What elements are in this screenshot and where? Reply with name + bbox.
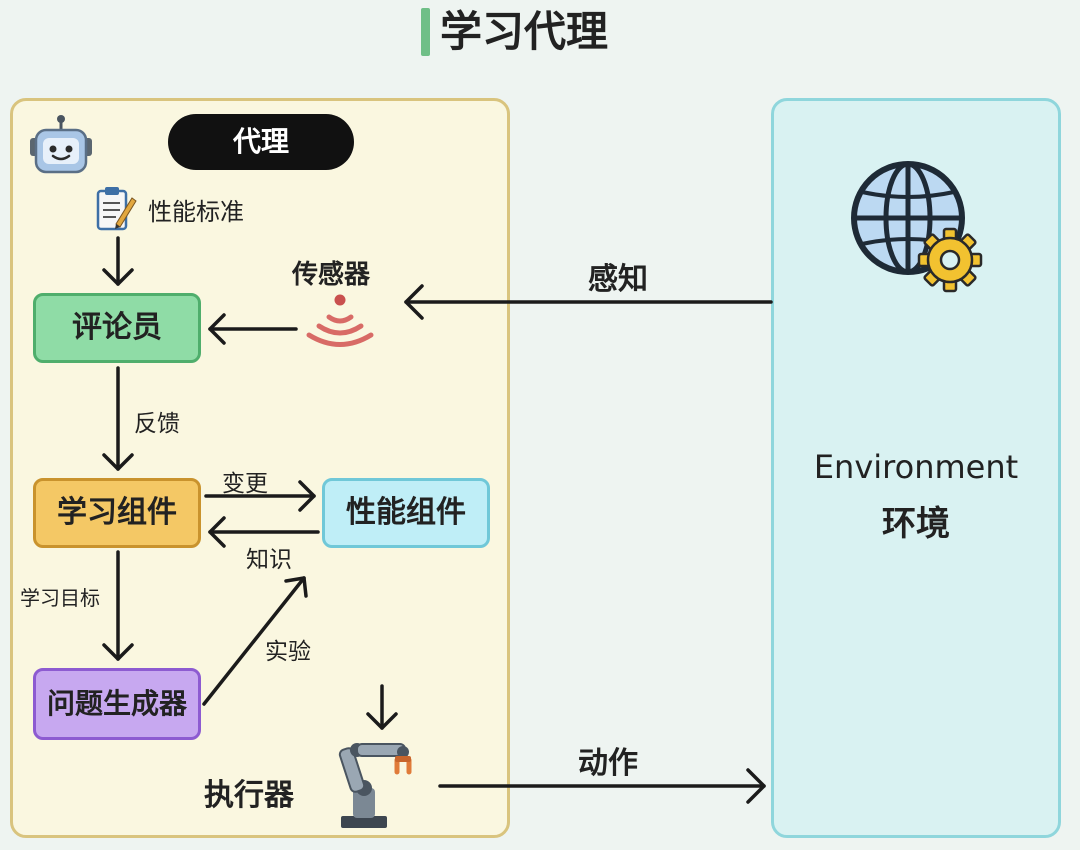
arrow-percepts xyxy=(404,284,773,320)
diagram-title: 学习代理 xyxy=(440,7,609,56)
gear-icon xyxy=(917,227,983,293)
performance-standard-label: 性能标准 xyxy=(148,198,244,226)
arrow-feedback xyxy=(102,366,134,471)
arrow-actions xyxy=(438,768,766,804)
environment-label-zh: 环境 xyxy=(882,504,950,544)
arrow-learning-goals xyxy=(102,550,134,661)
signal-icon xyxy=(306,294,374,347)
arrow-standard-to-critic xyxy=(102,236,134,286)
learning-element-box: 学习组件 xyxy=(33,478,201,548)
changes-label: 变更 xyxy=(222,471,268,497)
title-accent-bar xyxy=(421,8,430,56)
arrow-changes xyxy=(204,480,316,512)
arrow-knowledge xyxy=(208,516,320,548)
robot-arm-icon xyxy=(338,743,412,828)
sensors-label: 传感器 xyxy=(292,260,371,290)
experiments-label: 实验 xyxy=(265,639,311,665)
robot-icon xyxy=(30,115,92,174)
arrow-sensors-to-critic xyxy=(208,313,298,345)
learning-goals-label: 学习目标 xyxy=(20,586,100,610)
clipboard-icon xyxy=(96,187,137,231)
percepts-label: 感知 xyxy=(588,262,648,297)
feedback-label: 反馈 xyxy=(134,411,180,437)
arrow-to-actuators xyxy=(366,684,398,730)
arrow-experiments xyxy=(202,576,308,706)
agent-header: 代理 xyxy=(168,114,354,170)
performance-element-box: 性能组件 xyxy=(322,478,490,548)
critic-box: 评论员 xyxy=(33,293,201,363)
actions-label: 动作 xyxy=(578,746,638,781)
problem-generator-box: 问题生成器 xyxy=(33,668,201,740)
knowledge-label: 知识 xyxy=(246,547,292,573)
actuators-label: 执行器 xyxy=(204,778,294,813)
environment-label-en: Environment xyxy=(813,448,1019,486)
